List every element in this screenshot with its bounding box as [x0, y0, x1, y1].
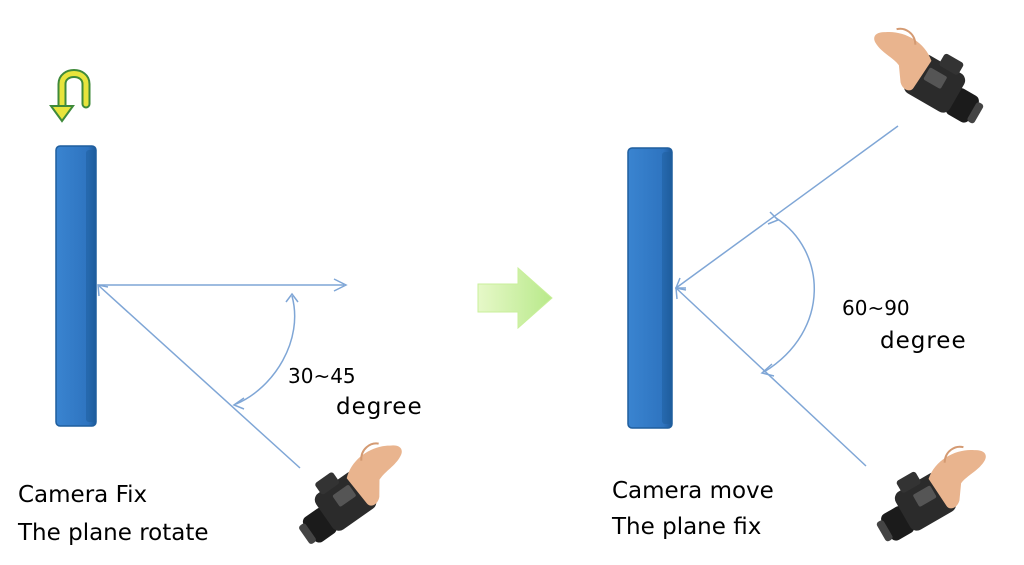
angle-unit-right: degree: [880, 328, 967, 354]
camera-hand-icon: [281, 430, 422, 551]
angle-arc-left: [235, 295, 296, 405]
plane-left: [55, 145, 97, 427]
camera-hand-icon: [861, 434, 1003, 549]
arc-arrowhead-top-right: [767, 211, 780, 225]
right-panel: [627, 16, 1003, 549]
caption-left-line1: Camera Fix: [18, 482, 148, 508]
upper-camera-ray: [675, 125, 899, 289]
arc-arrowhead-bottom-left: [232, 397, 245, 410]
right-rays: [674, 125, 899, 467]
arc-arrowhead-bottom-right: [760, 363, 775, 377]
camera-hand-icon: [857, 16, 999, 131]
caption-right-line1: Camera move: [612, 478, 774, 504]
camera-ray-left: [97, 284, 301, 469]
angle-unit-left: degree: [336, 394, 423, 420]
camera-ray-arrowhead: [97, 284, 109, 297]
lower-camera-ray: [675, 287, 867, 467]
caption-right-line2: The plane fix: [612, 514, 762, 540]
angle-arc-right: [763, 217, 815, 373]
angle-value-left: 30~45: [288, 364, 356, 388]
left-rays: [97, 278, 348, 469]
arc-arrowhead-top-left: [285, 292, 299, 303]
left-panel: [49, 69, 422, 551]
caption-left-line2: The plane rotate: [18, 520, 209, 546]
lower-ray-arrowhead: [675, 287, 687, 300]
plane-right: [627, 147, 673, 429]
normal-ray-arrowhead: [333, 278, 348, 292]
angle-value-right: 60~90: [842, 296, 910, 320]
rotate-arrow-icon: [49, 69, 91, 123]
transition-arrow-icon: [477, 266, 553, 330]
